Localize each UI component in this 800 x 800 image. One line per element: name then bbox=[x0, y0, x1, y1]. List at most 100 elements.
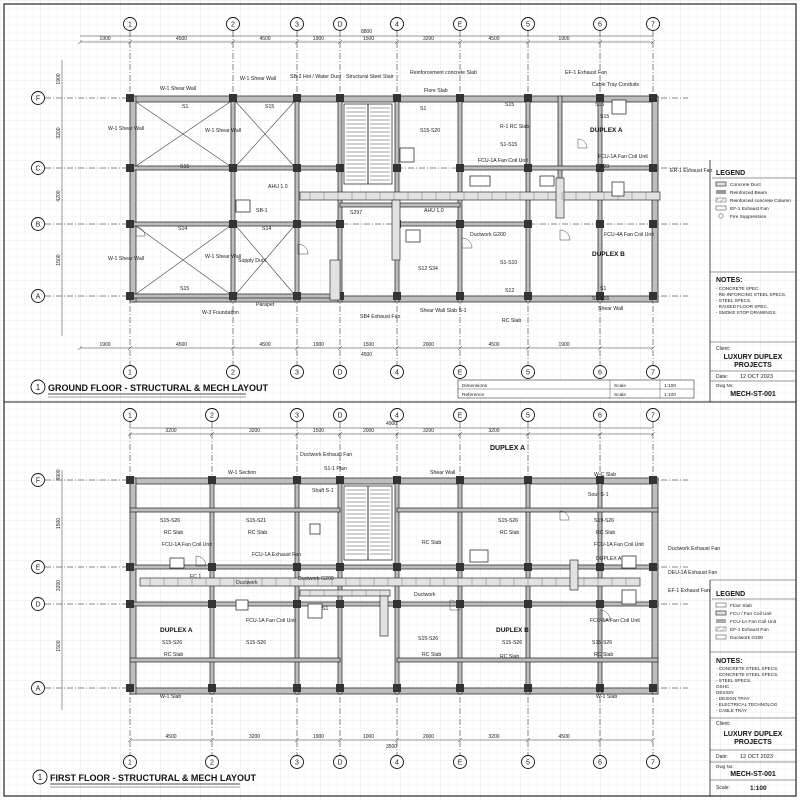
grid-bubble-label: 6 bbox=[598, 413, 602, 420]
grid-bubble-bottom bbox=[453, 365, 467, 379]
first-label: S15-S26 bbox=[246, 640, 266, 646]
slab-cross bbox=[135, 225, 231, 295]
dimension-text: 4500 bbox=[176, 36, 187, 42]
first-label: DUPLEX A bbox=[596, 556, 622, 562]
grid-bubble-label: D bbox=[337, 370, 342, 377]
dimension-tick bbox=[650, 737, 656, 743]
structural-column bbox=[293, 600, 301, 608]
structural-column bbox=[393, 600, 401, 608]
interior-wall bbox=[230, 95, 236, 303]
ground-label: W-1 Shear Wall bbox=[160, 86, 196, 92]
legend-first: LEGEND Floor Slab FCU / Fan Coil Unit FC… bbox=[710, 579, 796, 653]
first-label: S1 bbox=[322, 606, 328, 612]
ground-label: Flore Slab bbox=[424, 88, 448, 94]
first-label: Ductwork G200 bbox=[298, 576, 334, 582]
first-label: S15-S26 bbox=[502, 640, 522, 646]
date-value: 12 OCT 2023 bbox=[740, 754, 773, 760]
grid-bubble-label: 5 bbox=[526, 22, 530, 29]
structural-column bbox=[336, 94, 344, 102]
dimension-text: 1500 bbox=[56, 254, 62, 265]
ductwork bbox=[555, 177, 565, 219]
grid-bubble-label: 3 bbox=[295, 22, 299, 29]
duplex-a-label: DUPLEX A bbox=[590, 127, 623, 134]
legend-title: LEGEND bbox=[716, 170, 745, 177]
dimension-tick bbox=[597, 345, 603, 351]
grid-bubble-label: 1 bbox=[128, 22, 132, 29]
structural-column bbox=[596, 563, 604, 571]
dimension-tick bbox=[457, 431, 463, 437]
door-swing bbox=[461, 237, 473, 249]
structural-column bbox=[524, 600, 532, 608]
grid-bubble-label: D bbox=[35, 602, 40, 609]
grid-bubble-top bbox=[390, 17, 404, 31]
grid-bubble-label: A bbox=[36, 686, 41, 693]
first-label: W-C Slab bbox=[594, 472, 616, 478]
first-label: DEU-1A Exhaust Fan bbox=[668, 570, 717, 576]
ground-label: S12 S34 bbox=[418, 266, 438, 272]
structural-column bbox=[393, 684, 401, 692]
grid-bubble-row bbox=[31, 289, 45, 303]
first-label: S15-S26 bbox=[592, 640, 612, 646]
scale-label: Scale: bbox=[716, 785, 730, 791]
grid-bubble-top bbox=[521, 17, 535, 31]
ground-label: SB-2 Hot / Water Duct bbox=[290, 74, 342, 80]
legend-item: FCU-1A Fan Coil Unit bbox=[730, 619, 777, 625]
ground-label: S1-S16 bbox=[592, 296, 609, 302]
dimension-total: 4900 bbox=[386, 421, 397, 427]
ground-label: W-1 Shear Wall bbox=[240, 76, 276, 82]
grid-bubble-label: 4 bbox=[395, 370, 399, 377]
ground-label: S15 bbox=[180, 164, 189, 170]
grid-bubble-bottom bbox=[521, 755, 535, 769]
grid-bubble-label: D bbox=[337, 760, 342, 767]
grid-bubble-label: 7 bbox=[651, 760, 655, 767]
structural-column bbox=[208, 600, 216, 608]
ductwork bbox=[569, 559, 579, 591]
dimension-tick bbox=[597, 39, 603, 45]
grid-bubble-label: E bbox=[36, 565, 41, 572]
grid-bubble-label: F bbox=[36, 478, 40, 485]
ground-label: S15-S20 bbox=[420, 128, 440, 134]
grid-bubble-label: D bbox=[337, 413, 342, 420]
structural-column bbox=[126, 94, 134, 102]
structural-column bbox=[596, 476, 604, 484]
grid-bubble-label: 7 bbox=[651, 413, 655, 420]
dimension-total: 8800 bbox=[361, 29, 372, 35]
ductwork bbox=[329, 259, 341, 301]
grid-bubble-label: A bbox=[36, 294, 41, 301]
structural-column bbox=[393, 292, 401, 300]
structural-column bbox=[649, 563, 657, 571]
dimension-text: 4900 bbox=[56, 469, 62, 480]
dimension-text: 4500 bbox=[259, 342, 270, 348]
dimension-tick bbox=[525, 431, 531, 437]
ductwork bbox=[299, 191, 661, 201]
door-swing bbox=[449, 599, 461, 611]
structural-column bbox=[336, 476, 344, 484]
ground-label: Structural Steel Stair bbox=[346, 74, 394, 80]
door-swing bbox=[135, 226, 146, 237]
dimension-tick bbox=[457, 39, 463, 45]
dimension-text: 3200 bbox=[423, 36, 434, 42]
door-swing bbox=[195, 555, 207, 567]
dimension-text: 1500 bbox=[313, 428, 324, 434]
first-label: RC Slab bbox=[422, 540, 441, 546]
first-label: S1-1 Plan bbox=[324, 466, 347, 472]
structural-column bbox=[126, 220, 134, 228]
notes-title: NOTES: bbox=[716, 277, 742, 284]
first-label: FCU-1A Fan Coil Unit bbox=[590, 618, 640, 624]
grid-bubble-label: 2 bbox=[231, 22, 235, 29]
dimension-tick bbox=[127, 737, 133, 743]
project-name-line: PROJECTS bbox=[734, 362, 772, 369]
grid-bubble-bottom bbox=[333, 365, 347, 379]
scale-box-cell: Reference bbox=[462, 392, 484, 398]
ground-label: S20 bbox=[600, 164, 609, 170]
structural-column bbox=[126, 292, 134, 300]
grid-bubble-label: 2 bbox=[231, 370, 235, 377]
structural-column bbox=[126, 164, 134, 172]
first-label: Ductwork bbox=[236, 580, 258, 586]
dimension-tick bbox=[394, 431, 400, 437]
structural-column bbox=[208, 476, 216, 484]
grid-bubble-row bbox=[31, 91, 45, 105]
grid-bubble-bottom bbox=[123, 755, 137, 769]
